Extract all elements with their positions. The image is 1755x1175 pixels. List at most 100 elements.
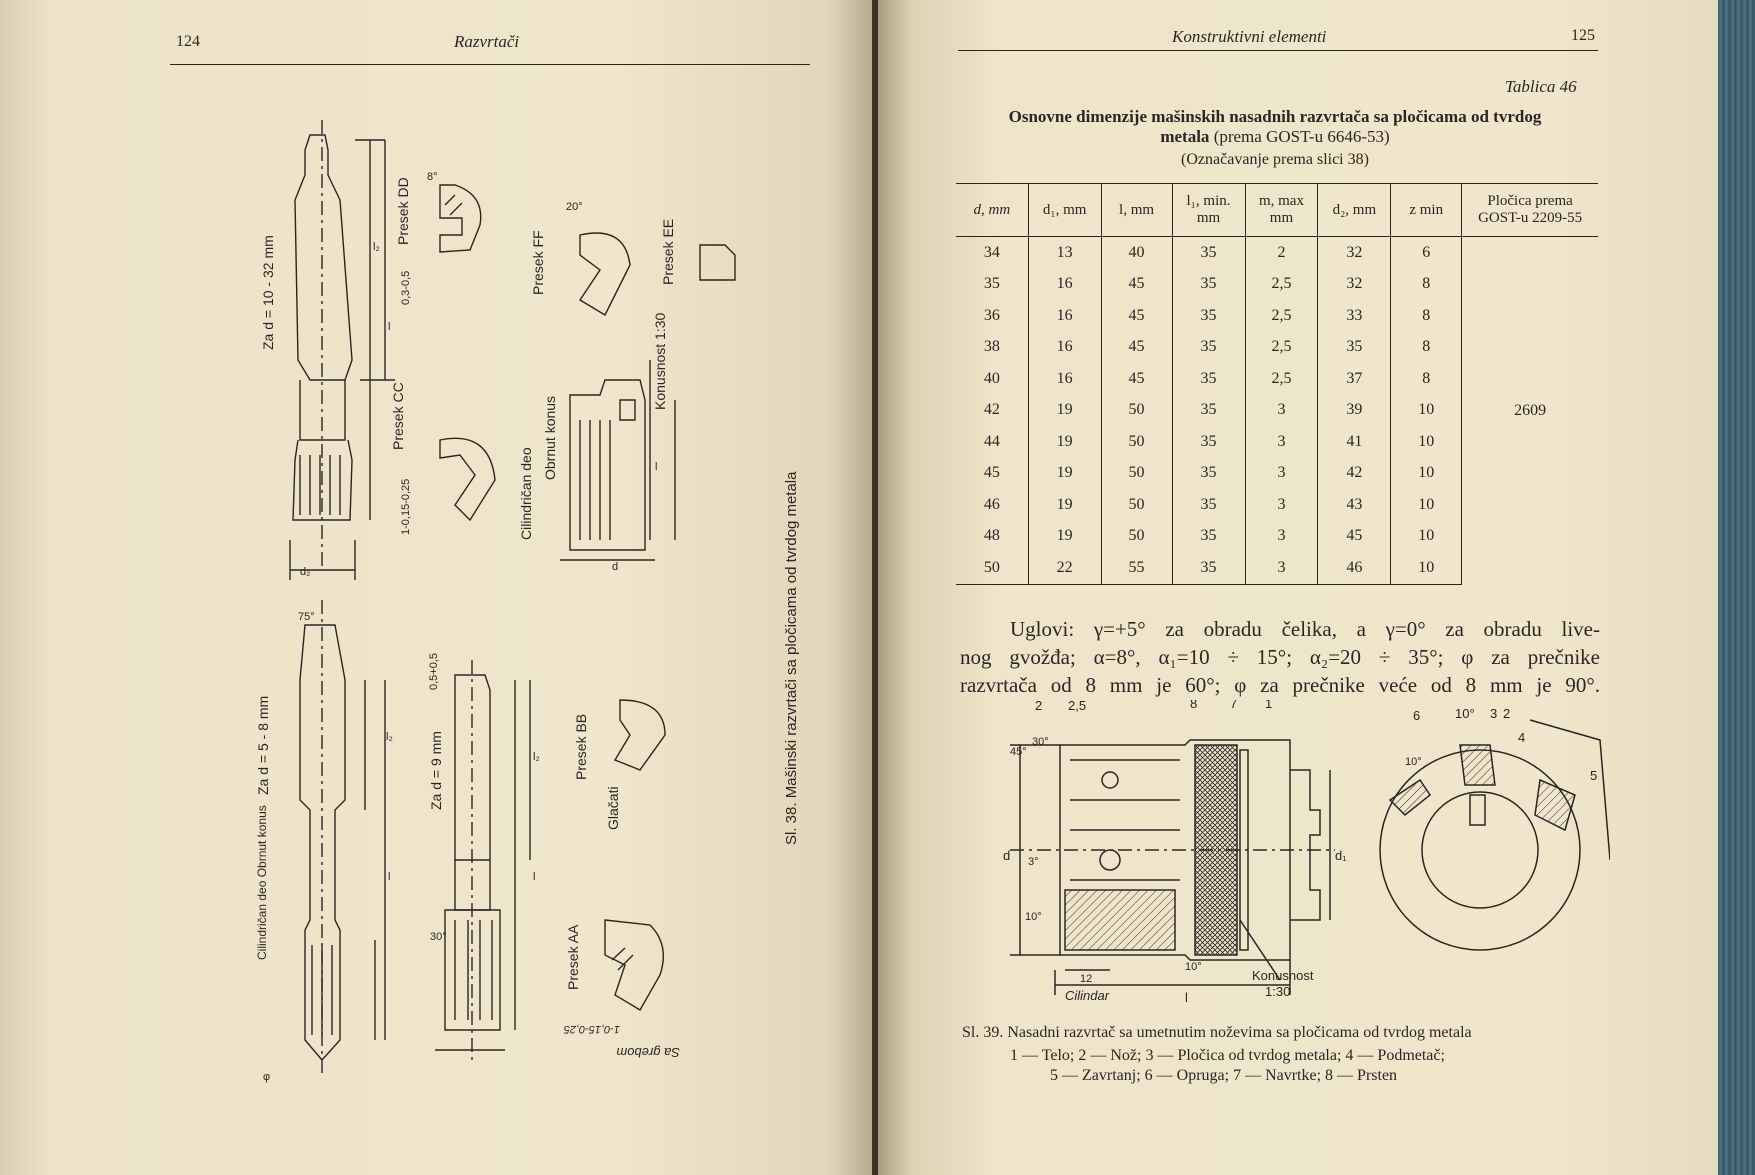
cell: 39 [1317, 394, 1391, 426]
label-d2-top: d₂ [300, 566, 310, 578]
cell: 2,5 [1244, 300, 1318, 332]
table-row: 48 19 50 35 3 45 10 [956, 520, 1598, 552]
cell: 2,5 [1244, 331, 1318, 363]
figure-39-legend-1: 1 — Telo; 2 — Nož; 3 — Pločica od tvrdog… [1010, 1047, 1445, 1064]
fig39-n8: 8 [1190, 700, 1197, 711]
label-presek-ff: Presek FF [530, 230, 546, 295]
label-za-d-9: Za d = 9 mm [428, 731, 444, 810]
cell: 45 [1317, 520, 1391, 552]
label-glacati: Glačati [605, 786, 621, 830]
cell: 10 [1390, 552, 1462, 585]
th-d: d, mm [956, 183, 1029, 237]
label-obrnut-konus: Obrnut konus [542, 395, 558, 480]
cell: 16 [1027, 268, 1102, 300]
label-za-d-5-8: Za d = 5 - 8 mm [255, 695, 271, 795]
fig39-a45: 45° [1010, 746, 1027, 758]
table-row: 45 19 50 35 3 42 10 [956, 457, 1598, 489]
body-line-1: Uglovi: γ=+5° za obradu čelika, a γ=0° z… [1010, 617, 1600, 641]
cell: 50 [1100, 520, 1172, 552]
cell: 8 [1390, 300, 1462, 332]
cell: 3 [1244, 426, 1318, 458]
cell: 10 [1390, 489, 1462, 521]
cell: 3 [1244, 394, 1318, 426]
cell: 10 [1390, 520, 1462, 552]
cell: 45 [1100, 331, 1172, 363]
cell: 19 [1027, 489, 1102, 521]
fig39-l: l [1185, 990, 1188, 1005]
cell: 46 [1317, 552, 1391, 585]
fig39-n5: 5 [1590, 768, 1597, 783]
th-m: m, max mm [1244, 183, 1318, 237]
fig39-n2: 2 [1035, 700, 1042, 713]
figure-38-caption: Sl. 38. Mašinski razvrtači sa pločicama … [783, 471, 800, 845]
fig39-n25: 2,5 [1068, 700, 1086, 713]
table-number: Tablica 46 [1505, 77, 1577, 96]
label-l-top: l [388, 321, 390, 333]
fig39-l12: 12 [1080, 973, 1092, 985]
label-presek-ee: Presek EE [660, 218, 676, 285]
cell: 8 [1390, 363, 1462, 395]
cell: 35 [1171, 426, 1245, 458]
cell: 13 [1027, 236, 1102, 269]
cell: 50 [1100, 457, 1172, 489]
label-sa-grebom: Sa grebom [616, 1045, 680, 1060]
table-46: d, mm d₁, mm l, mm l₁, min. mm m, max mm… [956, 183, 1598, 585]
cell: 3 [1244, 489, 1318, 521]
cell: 34 [983, 243, 1000, 261]
figure-38-drawing: φ d₂ l₂ l 75° l₂ l l₂ l 30° 20° 8° l d [263, 120, 736, 1083]
cell: 35 [1171, 489, 1245, 521]
body-line-3: razvrtača od 8 mm je 60°; φ za prečnike … [960, 673, 1600, 697]
cell: 35 [1171, 552, 1245, 585]
label-l-shell: l [655, 461, 657, 473]
fig39-n3: 3 [1490, 706, 1497, 721]
cell: 22 [1027, 552, 1102, 585]
label-8: 8° [427, 171, 438, 183]
label-tol-2: 1-0,15-0,25 [400, 478, 412, 535]
cell: 38 [983, 338, 1000, 356]
label-tol-1: 0,3-0,5 [400, 270, 412, 305]
figure-39-drawing: 2 2,5 8 7 1 6 10° 3 2 4 5 30° 45° d d₁ 3… [1003, 700, 1610, 1005]
label-l2-mid: l₂ [533, 751, 540, 763]
fig39-n7: 7 [1230, 700, 1237, 711]
fig39-a10c: 10° [1405, 756, 1422, 768]
table-title: Osnovne dimenzije mašinskih nasadnih raz… [985, 107, 1565, 147]
table-title-bold: Osnovne dimenzije mašinskih nasadnih raz… [1008, 107, 1542, 146]
cell: 35 [1317, 331, 1391, 363]
cell: 16 [1027, 300, 1102, 332]
label-za-d-10-32: Za d = 10 - 32 mm [260, 235, 276, 350]
cell: 46 [983, 495, 1000, 513]
cell: 16 [1027, 331, 1102, 363]
label-75: 75° [298, 611, 315, 623]
book-edge [1718, 0, 1755, 1175]
fig39-konusnost: Konusnost [1252, 968, 1314, 983]
running-head-left: Razvrtači [454, 32, 520, 51]
cell: 48 [983, 527, 1000, 545]
label-tol-4: 1-0,15-0,25 [563, 1023, 620, 1035]
label-konusnost: Konusnost 1:30 [652, 312, 668, 410]
label-phi-left: φ [263, 1071, 270, 1083]
fig39-a10b: 10° [1185, 961, 1202, 973]
th-d2: d₂, mm [1317, 183, 1391, 237]
th-l1: l₁, min. mm [1171, 183, 1245, 237]
table-row: 42 19 50 35 3 39 10 [956, 394, 1598, 426]
cell: 42 [983, 401, 1000, 419]
cell: 19 [1027, 426, 1102, 458]
cell: 35 [1171, 520, 1245, 552]
cell: 3 [1244, 520, 1318, 552]
th-z: z min [1390, 183, 1462, 237]
cell: 45 [1100, 268, 1172, 300]
cell: 16 [1027, 363, 1102, 395]
th-d1: d₁, mm [1027, 183, 1102, 237]
label-presek-bb: Presek BB [573, 713, 589, 780]
cell: 8 [1390, 331, 1462, 363]
cell: 50 [1100, 489, 1172, 521]
left-page: 124 Razvrtači [0, 0, 872, 1175]
cell: 35 [1171, 268, 1245, 300]
cell: 45 [1100, 363, 1172, 395]
fig39-a3: 3° [1028, 856, 1039, 868]
label-tol-3: 0,5+0,5 [428, 652, 440, 690]
cell: 37 [1317, 363, 1391, 395]
fig39-k130: 1:30 [1265, 984, 1290, 999]
cell: 41 [1317, 426, 1391, 458]
label-l-bottom: l [388, 871, 390, 883]
